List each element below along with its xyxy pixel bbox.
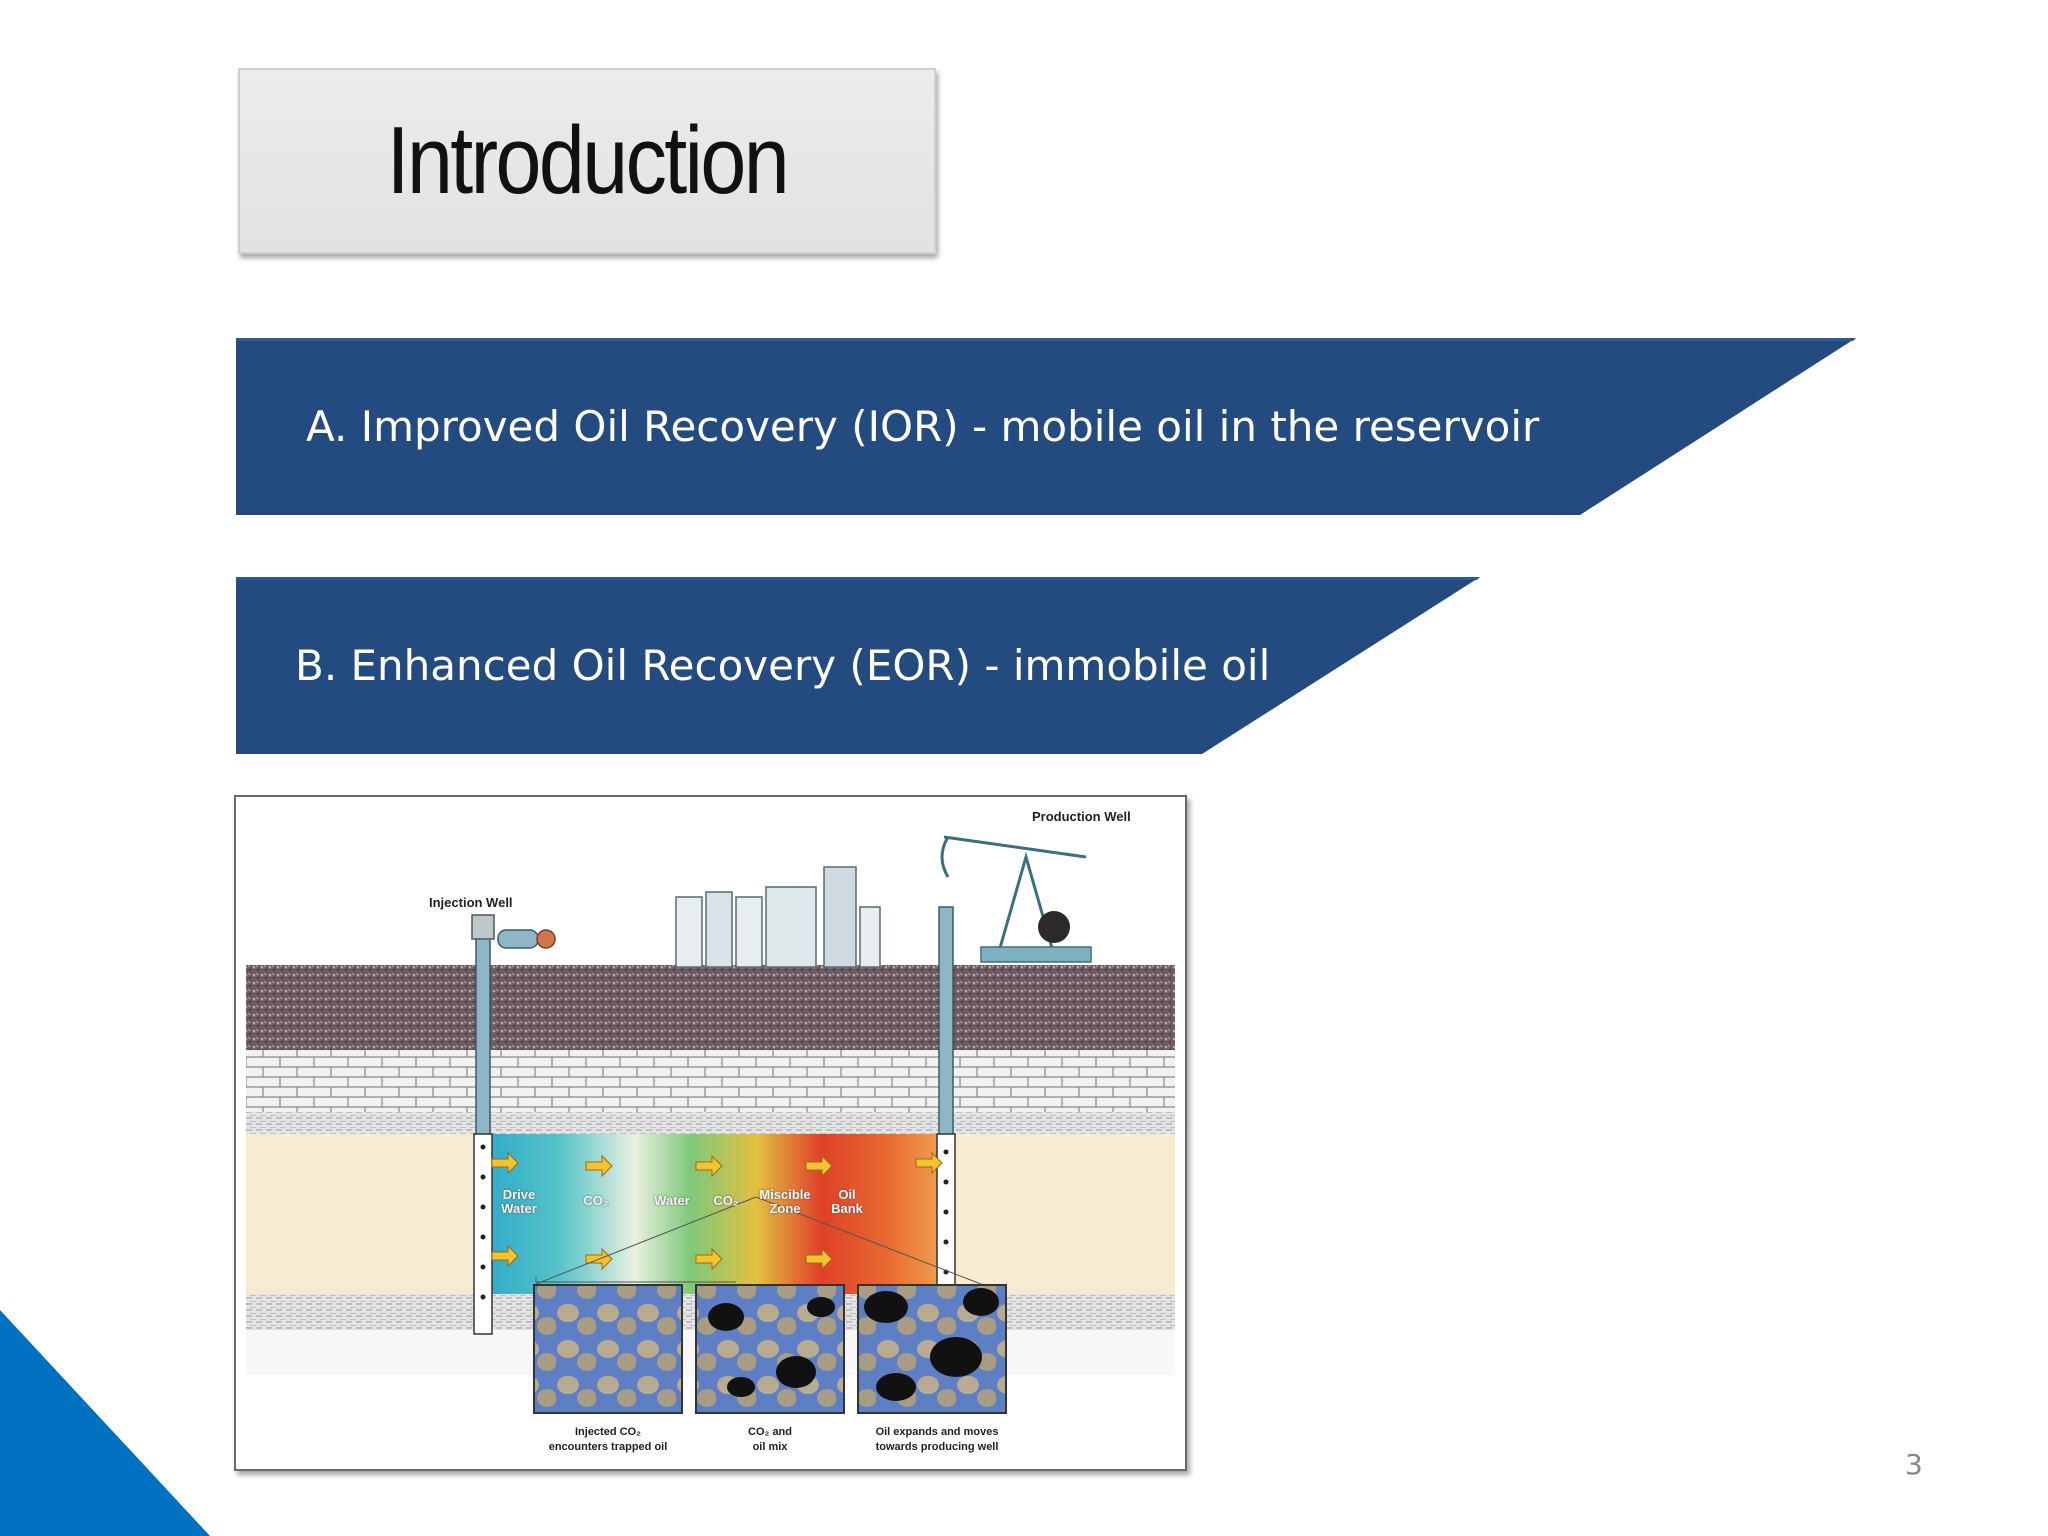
banner-eor-label: B. Enhanced Oil Recovery (EOR) - immobil… xyxy=(295,641,1271,690)
slide-title: Introduction xyxy=(386,107,790,214)
zone-label-miscible-zone: Miscible Zone xyxy=(752,1188,818,1216)
zone-label-line2: Water xyxy=(501,1201,537,1216)
zone-label-line2: Bank xyxy=(831,1201,863,1216)
caption-co2-oil-mix: CO₂ and oil mix xyxy=(700,1425,840,1455)
caption-injected-co2: Injected CO₂ encounters trapped oil xyxy=(528,1425,688,1455)
zone-label-line1: CO₂ xyxy=(713,1193,739,1208)
banner-ior-label: A. Improved Oil Recovery (IOR) - mobile … xyxy=(306,402,1540,451)
zone-label-oil-bank: Oil Bank xyxy=(824,1188,870,1216)
caption-line1: CO₂ and xyxy=(748,1426,792,1438)
zone-label-co2-1: CO₂ xyxy=(576,1194,616,1208)
zone-label-line1: Water xyxy=(654,1193,690,1208)
injection-well-label: Injection Well xyxy=(429,895,513,910)
page-number: 3 xyxy=(1905,1448,1923,1481)
caption-oil-expands: Oil expands and moves towards producing … xyxy=(852,1425,1022,1455)
corner-accent xyxy=(0,1310,210,1536)
caption-line1: Oil expands and moves xyxy=(875,1426,999,1438)
zone-label-line1: CO₂ xyxy=(583,1193,609,1208)
caption-line1: Injected CO₂ xyxy=(574,1426,641,1438)
caption-line2: towards producing well xyxy=(875,1441,999,1453)
banner-eor: B. Enhanced Oil Recovery (EOR) - immobil… xyxy=(236,577,1480,754)
caption-line2: encounters trapped oil xyxy=(548,1441,668,1453)
zone-label-line2: Zone xyxy=(769,1201,801,1216)
caption-line2: oil mix xyxy=(752,1441,788,1453)
zone-label-co2-2: CO₂ xyxy=(708,1194,744,1208)
banner-eor-shape xyxy=(236,577,1480,754)
banner-ior-shape xyxy=(236,338,1856,515)
eor-diagram xyxy=(236,797,1185,1414)
zone-label-drive-water: Drive Water xyxy=(494,1188,544,1216)
production-well-label: Production Well xyxy=(1032,809,1131,824)
eor-co2-figure: Production Well Injection Well Drive Wat… xyxy=(234,795,1187,1471)
zone-label-line1: Oil xyxy=(838,1187,856,1202)
zone-label-line1: Drive xyxy=(502,1187,536,1202)
zone-label-line1: Miscible xyxy=(759,1187,811,1202)
banner-ior: A. Improved Oil Recovery (IOR) - mobile … xyxy=(236,338,1856,515)
title-box: Introduction xyxy=(238,68,936,254)
zone-label-water: Water xyxy=(649,1194,695,1208)
